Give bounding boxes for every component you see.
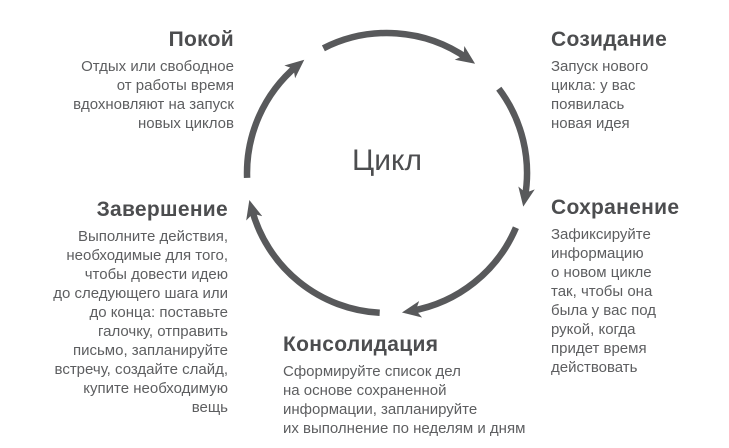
stage-konsolidacija-title: Консолидация (283, 333, 439, 356)
cycle-arrow-top-left (243, 59, 305, 179)
stage-sozidanie-description: Запуск нового цикла: у вас появилась нов… (551, 58, 649, 132)
stage-pokoj: Покой Отдых или свободное от работы врем… (6, 28, 234, 133)
stage-sozidanie-title: Созидание (551, 28, 668, 51)
cycle-arrow-top (321, 29, 476, 64)
stage-pokoj-description: Отдых или свободное от работы время вдох… (73, 58, 234, 132)
stage-zavershenie: Завершение Выполните действия, необходим… (0, 198, 228, 417)
stage-konsolidacija: Консолидация Сформируйте список дел на о… (283, 333, 583, 438)
cycle-arrows (243, 29, 535, 318)
stage-konsolidacija-description: Сформируйте список дел на основе сохране… (283, 363, 526, 437)
stage-sokhranenie-description: Зафиксируйте информацию о новом цикле та… (551, 226, 656, 376)
stage-pokoj-title: Покой (168, 28, 234, 51)
stage-sokhranenie: Сохранение Зафиксируйте информацию о нов… (551, 196, 721, 377)
stage-zavershenie-description: Выполните действия, необходимые для того… (53, 228, 228, 416)
cycle-center-label: Цикл (352, 144, 422, 177)
stage-sozidanie: Созидание Запуск нового цикла: у вас поя… (551, 28, 726, 133)
cycle-arrow-bottom (401, 226, 519, 318)
cycle-arrow-right (496, 86, 535, 207)
stage-sokhranenie-title: Сохранение (551, 196, 680, 219)
stage-zavershenie-title: Завершение (96, 198, 228, 221)
cycle-arrow-left (246, 200, 380, 317)
